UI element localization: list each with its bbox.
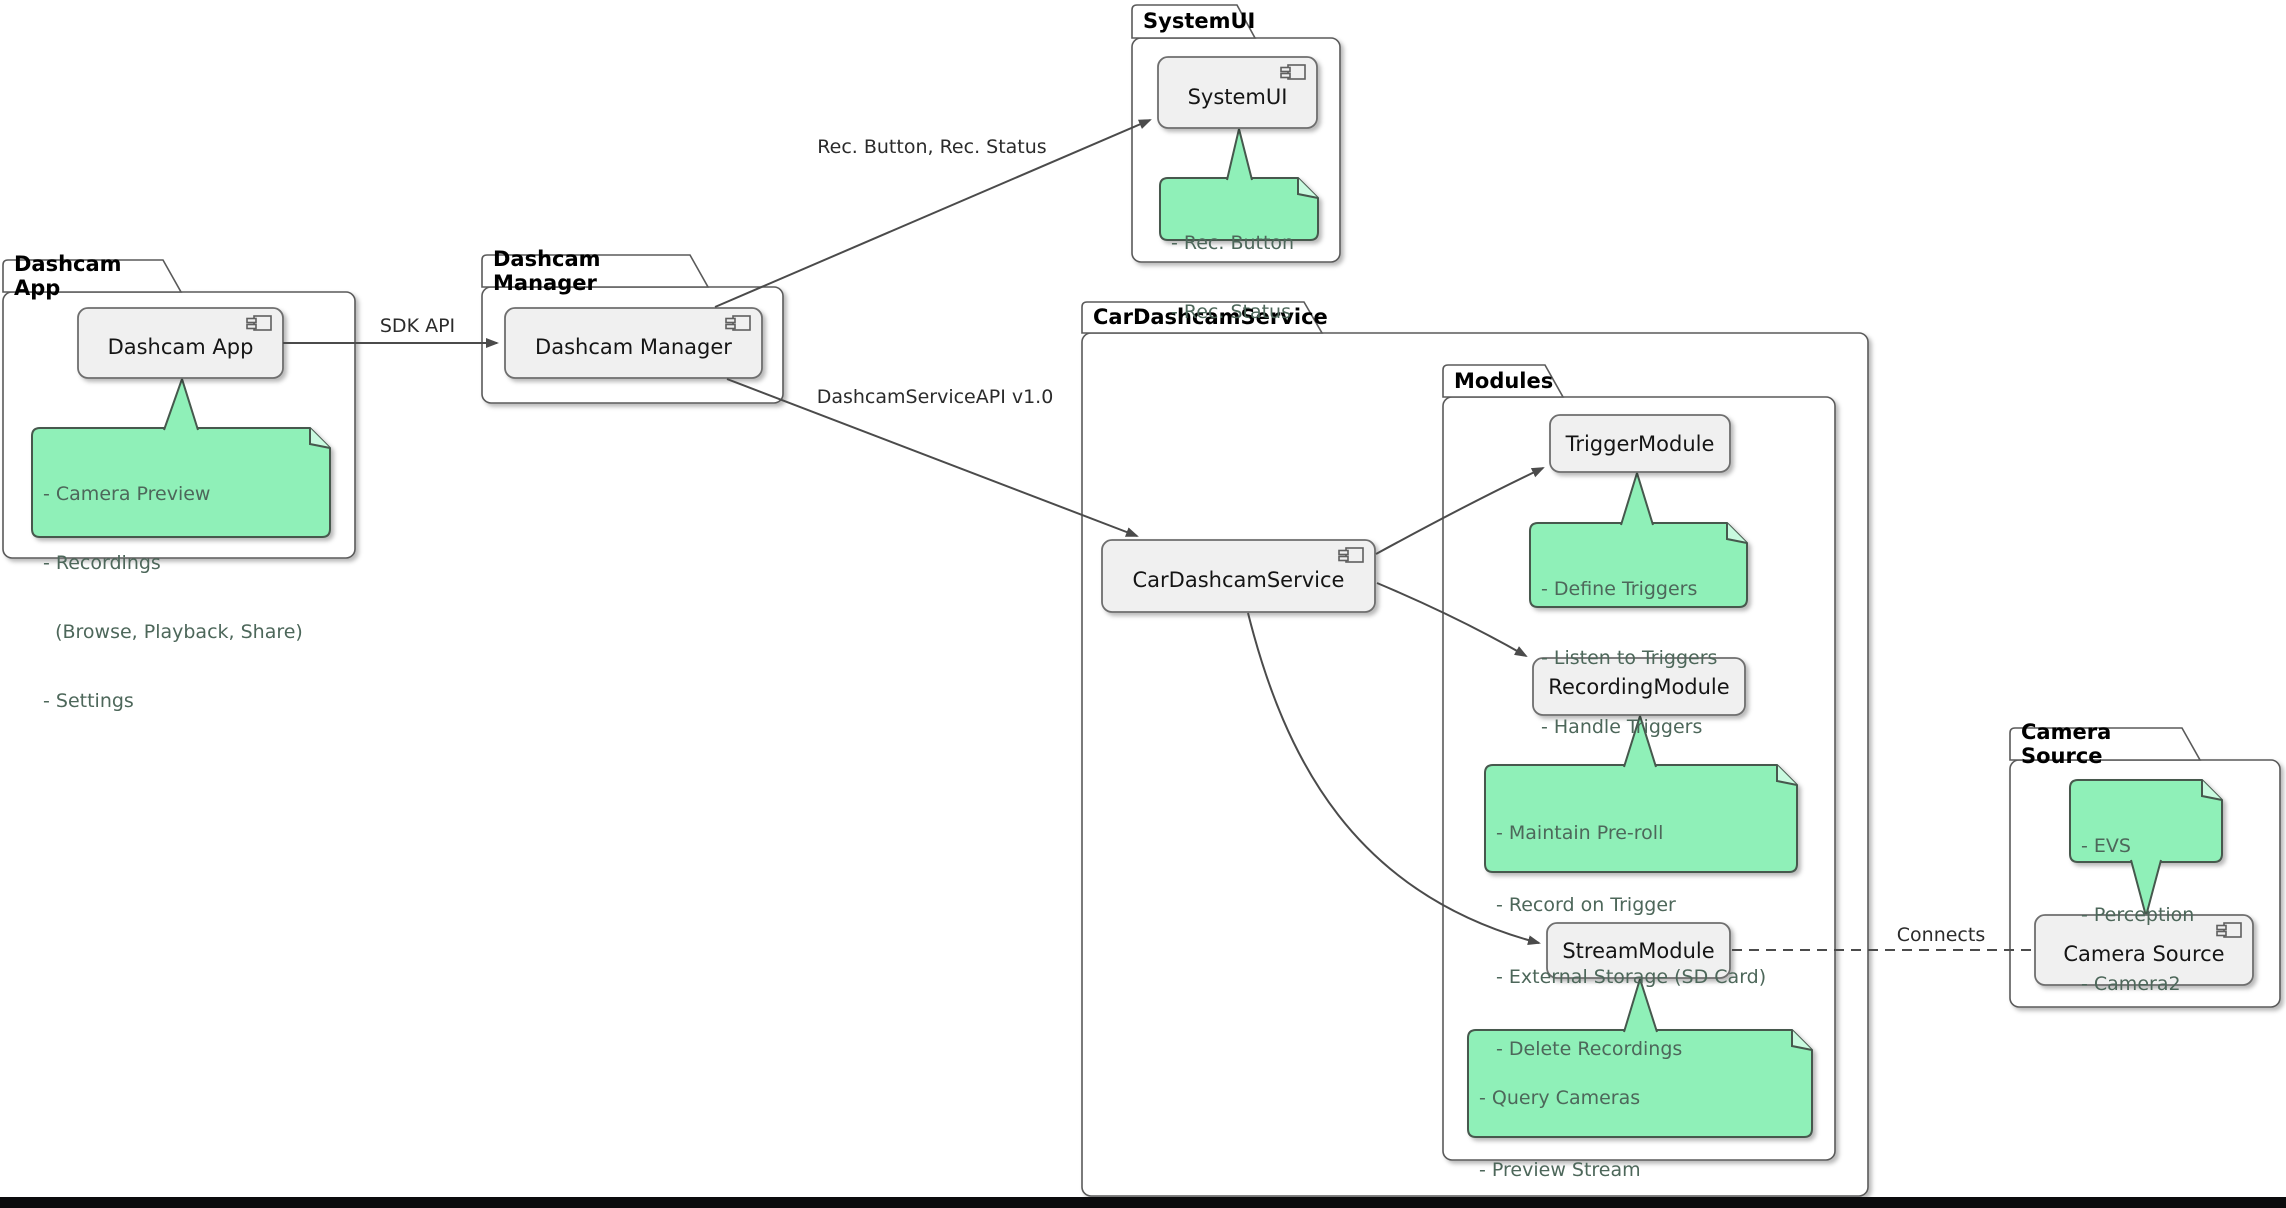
package-tab-dashcam-manager bbox=[481, 254, 710, 288]
note-camera-source bbox=[2069, 779, 2223, 863]
component-box-systemui bbox=[1157, 56, 1318, 129]
note-fold-stream bbox=[1791, 1030, 1813, 1051]
note-text-camera-source: - EVS - Perception - Camera2 bbox=[2081, 789, 2194, 1042]
note-line: (Browse, Playback, Share) bbox=[43, 621, 303, 643]
note-line: - Rec. Button bbox=[1171, 232, 1295, 254]
bottom-black-bar bbox=[0, 1197, 2286, 1208]
component-label-recording-module: RecordingModule bbox=[1548, 674, 1730, 699]
component-box-camera-source bbox=[2034, 914, 2254, 986]
edge-to-stream-module bbox=[1247, 612, 1541, 946]
note-tail-recording bbox=[1623, 712, 1657, 768]
component-label-dashcam-manager: Dashcam Manager bbox=[535, 335, 732, 359]
note-line: - Recordings bbox=[43, 552, 161, 574]
package-tab-modules bbox=[1442, 364, 1565, 398]
component-label-camera-source: Camera Source bbox=[2063, 942, 2225, 966]
note-text-trigger: - Define Triggers - Listen to Triggers -… bbox=[1541, 532, 1717, 785]
package-title-dashcam-manager: Dashcam Manager bbox=[493, 246, 601, 295]
note-fold-trigger bbox=[1726, 523, 1748, 544]
package-tab-camera-source bbox=[2009, 727, 2202, 761]
note-line: - Record on Trigger bbox=[1496, 894, 1676, 916]
note-tail-dashcam-app bbox=[163, 375, 199, 431]
package-tab-car-dashcam-service bbox=[1081, 301, 1324, 334]
note-text-dashcam-app: - Camera Preview - Recordings (Browse, P… bbox=[43, 437, 303, 759]
note-line: - Maintain Pre-roll bbox=[1496, 822, 1664, 844]
component-box-car-dashcam-service bbox=[1101, 539, 1376, 613]
note-fold-dashcam-app bbox=[309, 428, 331, 449]
note-fold-camera-source bbox=[2201, 780, 2223, 801]
note-stream bbox=[1467, 1029, 1813, 1138]
component-box-recording-module bbox=[1532, 657, 1746, 716]
package-title-car-dashcam-service: CarDashcamService bbox=[1093, 305, 1328, 329]
component-box-dashcam-manager bbox=[504, 307, 763, 379]
edge-to-trigger-module bbox=[1375, 467, 1545, 555]
note-text-systemui: - Rec. Button - Rec. Status bbox=[1171, 186, 1294, 370]
component-label-car-dashcam-service: CarDashcamService bbox=[1132, 568, 1345, 592]
package-title-systemui: SystemUI bbox=[1143, 9, 1256, 33]
note-tail-trigger bbox=[1620, 469, 1654, 526]
package-title-dashcam-app: Dashcam App bbox=[14, 251, 122, 300]
note-line: - Define Triggers bbox=[1541, 578, 1698, 600]
note-text-stream: - Query Cameras - Preview Stream - Snaps… bbox=[1479, 1038, 1783, 1208]
note-systemui bbox=[1159, 177, 1319, 241]
note-fold-systemui bbox=[1297, 178, 1319, 199]
note-line: - Perception bbox=[2081, 904, 2195, 926]
edge-label-sdk-api: SDK API bbox=[379, 315, 456, 337]
component-box-stream-module bbox=[1546, 922, 1731, 979]
note-fold-recording bbox=[1776, 765, 1798, 786]
component-label-stream-module: StreamModule bbox=[1562, 938, 1715, 963]
note-line: - Camera2 bbox=[2081, 973, 2181, 995]
component-label-systemui: SystemUI bbox=[1187, 84, 1288, 109]
note-line: - Delete Recordings bbox=[1496, 1038, 1683, 1060]
component-label-trigger-module: TriggerModule bbox=[1565, 431, 1715, 456]
edge-to-recording-module bbox=[1376, 582, 1528, 657]
note-tail-systemui bbox=[1226, 128, 1253, 181]
package-tab-systemui bbox=[1131, 4, 1257, 39]
edge-label-connects: Connects bbox=[1896, 924, 1986, 946]
note-line: - Settings bbox=[43, 690, 134, 712]
note-line: - Preview Stream bbox=[1479, 1159, 1641, 1181]
edge-rec-signals bbox=[714, 119, 1152, 308]
note-trigger bbox=[1529, 522, 1748, 608]
package-title-camera-source: Camera Source bbox=[2021, 719, 2112, 768]
note-tail-stream bbox=[1623, 975, 1658, 1033]
package-title-modules: Modules bbox=[1454, 368, 1554, 393]
component-label-dashcam-app: Dashcam App bbox=[107, 335, 254, 359]
edge-label-service-api: DashcamServiceAPI v1.0 bbox=[816, 386, 1054, 408]
note-line: - EVS bbox=[2081, 835, 2131, 857]
edge-label-rec-signals: Rec. Button, Rec. Status bbox=[817, 136, 1047, 158]
note-recording bbox=[1484, 764, 1798, 873]
note-line: - Handle Triggers bbox=[1541, 716, 1703, 738]
note-line: - Listen to Triggers bbox=[1541, 647, 1718, 669]
note-dashcam-app bbox=[31, 427, 331, 538]
package-tab-dashcam-app bbox=[2, 259, 183, 293]
note-line: - Query Cameras bbox=[1479, 1087, 1641, 1109]
edge-service-api bbox=[726, 378, 1139, 537]
note-line: - External Storage (SD Card) bbox=[1496, 966, 1767, 988]
component-box-trigger-module bbox=[1549, 414, 1731, 473]
note-text-recording: - Maintain Pre-roll - Record on Trigger … bbox=[1496, 773, 1766, 1109]
note-line: - Rec. Status bbox=[1171, 301, 1292, 323]
note-line: - Camera Preview bbox=[43, 483, 211, 505]
